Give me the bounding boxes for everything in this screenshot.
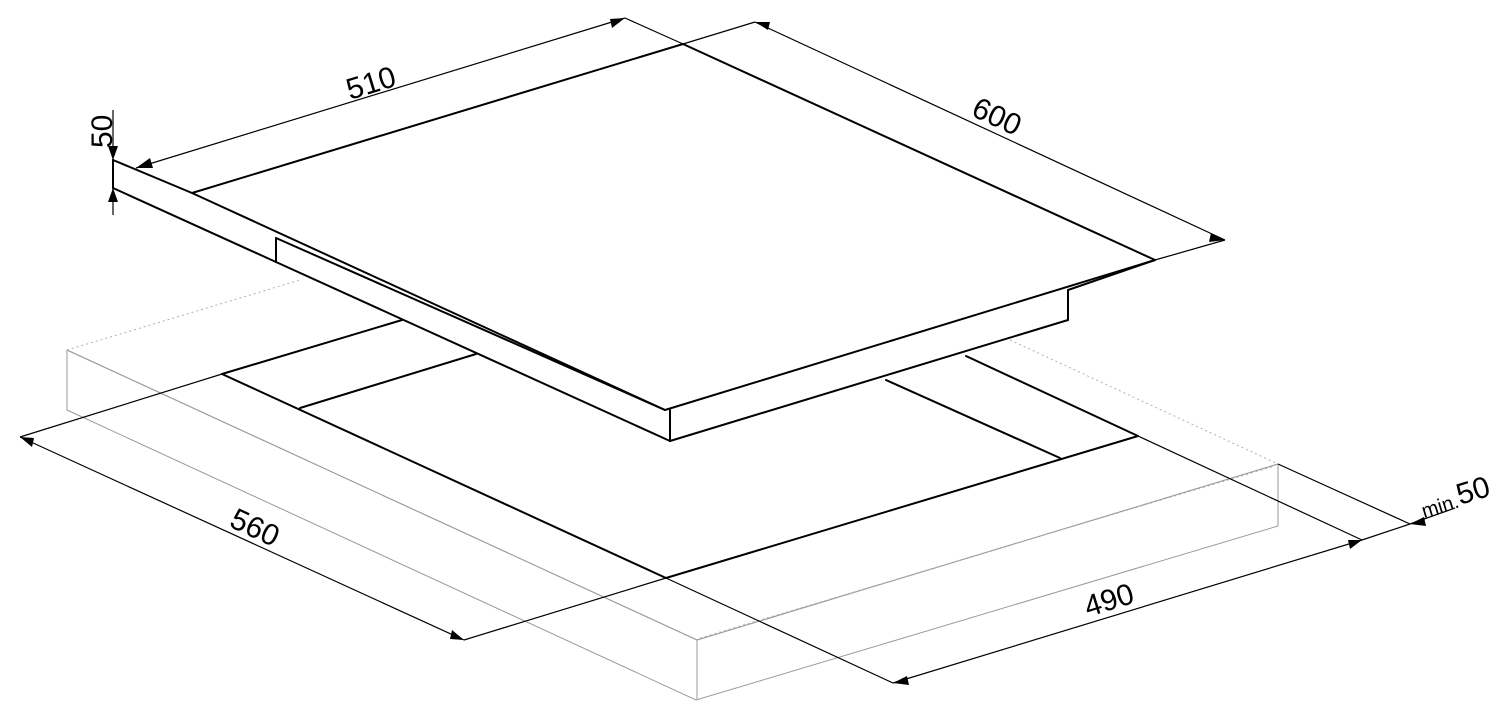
dimension-lines	[20, 18, 1455, 685]
label-50-height: 50	[86, 115, 119, 148]
cutout-opening	[222, 320, 1138, 578]
label-490: 490	[1080, 577, 1138, 623]
label-600: 600	[967, 91, 1026, 142]
label-min-prefix: min.	[1419, 491, 1462, 523]
label-510: 510	[342, 60, 400, 106]
worktop-block	[67, 280, 1278, 700]
label-560: 560	[225, 502, 284, 553]
